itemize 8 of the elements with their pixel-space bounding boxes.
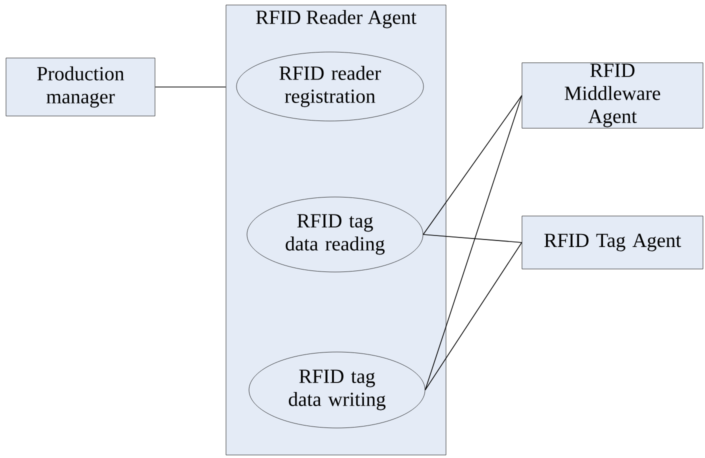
connector-line (422, 234, 522, 243)
connector-line (424, 242, 522, 390)
connector-line (424, 95, 522, 390)
agent-box: RFID Middleware Agent (522, 62, 704, 128)
process-box: Production manager (6, 58, 156, 116)
agent-box: RFID Tag Agent (522, 216, 704, 270)
connector-line (422, 95, 522, 235)
connector-line (154, 86, 226, 88)
